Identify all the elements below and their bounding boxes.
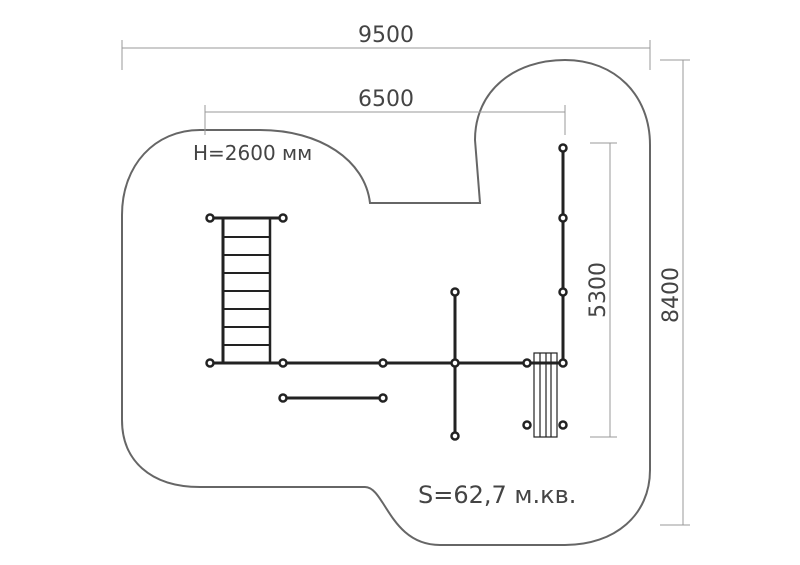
overall-depth-label: 8400 — [659, 267, 684, 323]
area-label: S=62,7 м.кв. — [418, 481, 576, 509]
overall-width-label: 9500 — [358, 23, 414, 48]
safety-zone-outline — [121, 58, 651, 546]
wall-bars-ladder — [210, 216, 283, 363]
equipment — [210, 148, 565, 438]
inner-width-label: 6500 — [358, 87, 414, 112]
height-label: H=2600 мм — [193, 141, 312, 165]
posts — [205, 143, 568, 441]
inner-depth-label: 5300 — [586, 262, 611, 318]
bench — [533, 352, 558, 438]
